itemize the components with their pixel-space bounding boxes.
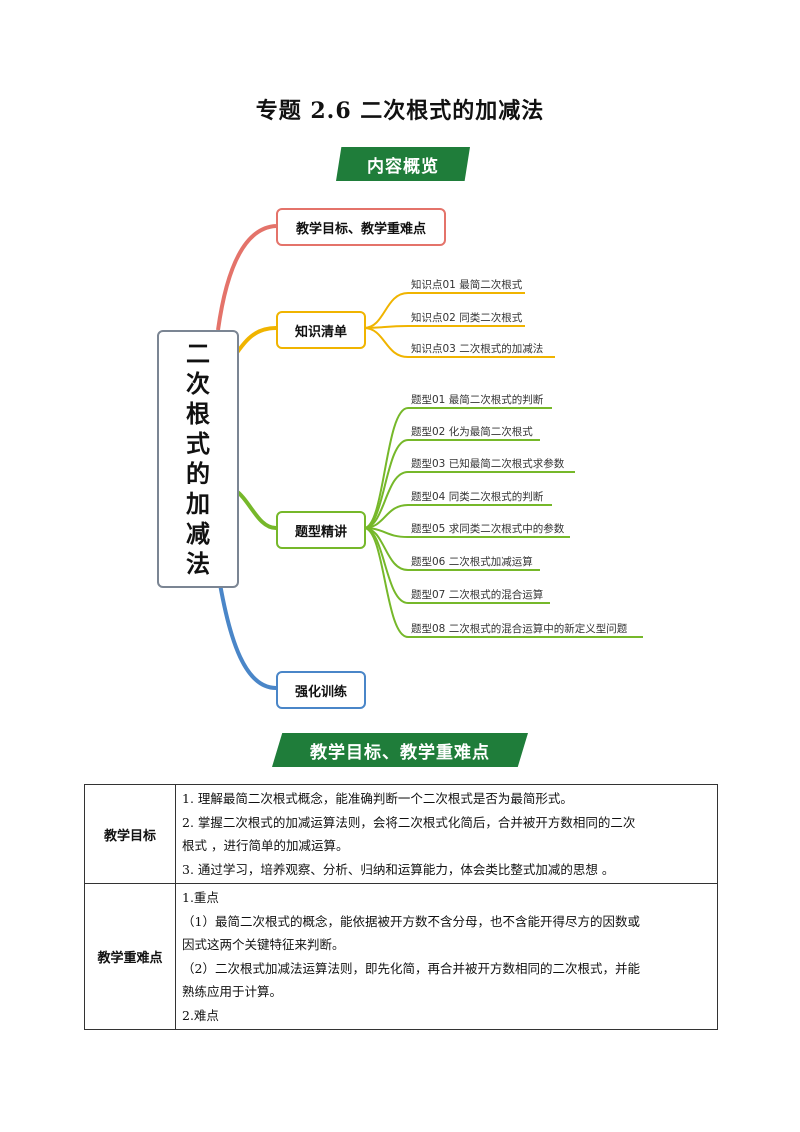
type-item: 题型08 二次根式的混合运算中的新定义型问题 [411,623,628,635]
type-item: 题型02 化为最简二次根式 [411,426,533,438]
table-row: 教学目标 1. 理解最简二次根式概念，能准确判断一个二次根式是否为最简形式。 2… [84,784,718,884]
central-char: 式 [186,430,210,458]
goals-line: 根式 ，进行简单的加减运算。 [182,838,349,853]
type-item: 题型05 求同类二次根式中的参数 [411,523,565,535]
table-row: 教学重难点 1.重点 （1）最简二次根式的概念，能依据被开方数不含分母，也不含能… [84,883,718,1030]
type-item: 题型03 已知最简二次根式求参数 [411,458,565,470]
central-char: 的 [186,460,210,488]
keypoints-line: （2）二次根式加减法运算法则，即先化简，再合并被开方数相同的二次根式，并能 [182,960,640,976]
central-char: 次 [186,370,210,398]
type-item: 题型01 最简二次根式的判断 [411,394,544,406]
central-char: 根 [186,400,210,428]
row-header-goals: 教学目标 [84,784,176,884]
type-item: 题型07 二次根式的混合运算 [411,589,544,601]
central-char: 法 [186,550,210,578]
goals-line: 3. 通过学习，培养观察、分析、归纳和运算能力，体会类比整式加减的思想 。 [182,861,615,877]
knowledge-item: 知识点01 最简二次根式 [411,279,523,291]
goals-banner: 教学目标、教学重难点 [272,733,528,767]
keypoints-line: 1.重点 [182,890,219,905]
branch-goals: 教学目标、教学重难点 [276,208,446,246]
branch-knowledge: 知识清单 [276,311,366,349]
central-char: 加 [186,490,210,518]
branch-types: 题型精讲 [276,511,366,549]
central-char: 减 [186,520,210,548]
goals-cell: 1. 理解最简二次根式概念，能准确判断一个二次根式是否为最简形式。 2. 掌握二… [175,784,718,884]
keypoints-line: 熟练应用于计算。 [182,984,283,999]
page-title: 专题 2.6 二次根式的加减法 [255,98,545,124]
type-item: 题型04 同类二次根式的判断 [411,491,544,503]
goals-line: 1. 理解最简二次根式概念，能准确判断一个二次根式是否为最简形式。 [182,791,573,806]
knowledge-item: 知识点02 同类二次根式 [411,312,523,324]
branch-training: 强化训练 [276,671,366,709]
overview-banner: 内容概览 [336,147,470,181]
central-char: 二 [186,340,210,368]
type-item: 题型06 二次根式加减运算 [411,556,533,568]
knowledge-item: 知识点03 二次根式的加减法 [411,343,544,355]
keypoints-line: 2.难点 [182,1007,219,1023]
keypoints-line: （1）最简二次根式的概念，能依据被开方数不含分母，也不含能开得尽方的因数或 [182,913,640,929]
keypoints-line: 因式这两个关键特征来判断。 [182,937,345,952]
central-topic: 二 次 根 式 的 加 减 法 [157,330,239,588]
goals-table: 教学目标 1. 理解最简二次根式概念，能准确判断一个二次根式是否为最简形式。 2… [84,784,718,1030]
row-header-keypoints: 教学重难点 [84,883,176,1030]
goals-line: 2. 掌握二次根式的加减运算法则，会将二次根式化简后，合并被开方数相同的二次 [182,814,636,830]
mindmap-connectors [216,224,643,690]
keypoints-cell: 1.重点 （1）最简二次根式的概念，能依据被开方数不含分母，也不含能开得尽方的因… [175,883,718,1030]
